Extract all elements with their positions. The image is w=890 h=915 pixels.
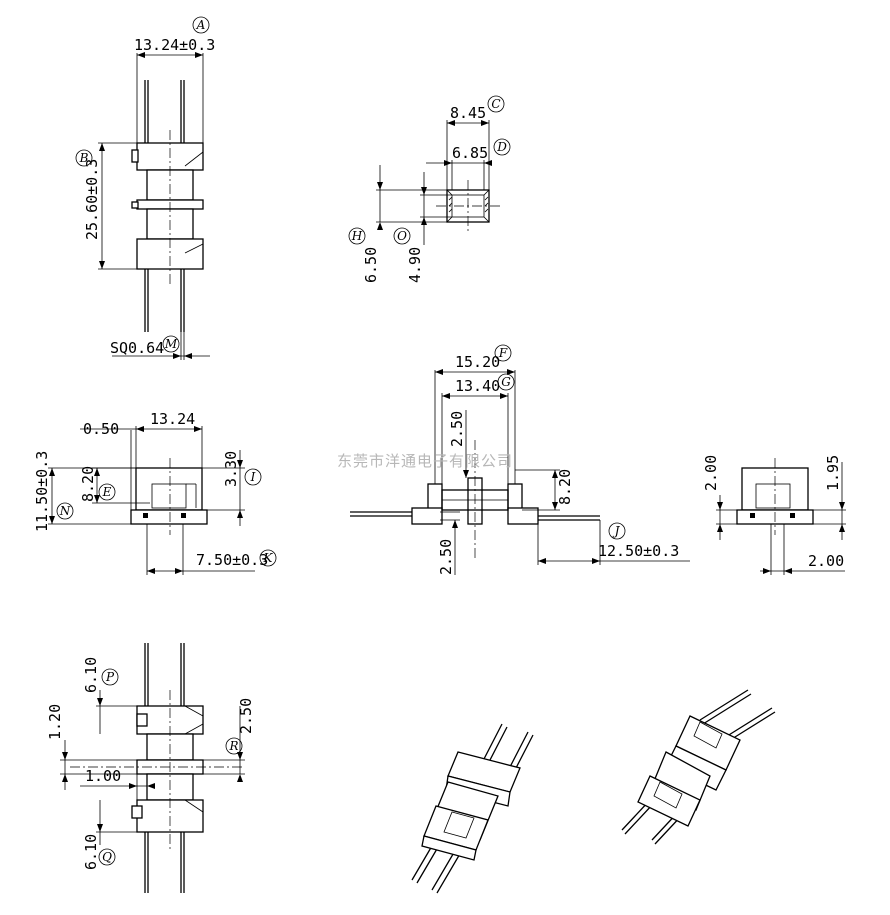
tag-e: E <box>102 485 112 499</box>
dim-mid-8-20: 8.20 <box>556 469 574 505</box>
tag-i: I <box>250 470 256 484</box>
dim-d: 6.85 <box>452 144 488 162</box>
dim-bottom-6-10-bottom: 6.10 <box>82 834 100 870</box>
tag-n: N <box>59 504 71 518</box>
tag-r: R <box>228 739 238 753</box>
tag-d: D <box>496 140 507 154</box>
dim-pin-square: SQ0.64 <box>110 339 164 357</box>
dim-left-0-50: 0.50 <box>83 420 119 438</box>
tag-q: Q <box>102 850 112 864</box>
tag-g: G <box>501 375 511 389</box>
dim-top-width: 13.24±0.3 <box>134 36 215 54</box>
dim-g: 13.40 <box>455 377 500 395</box>
tag-k: K <box>263 551 274 565</box>
tag-m: M <box>164 337 178 351</box>
tag-b: B <box>79 151 89 165</box>
dim-right-2-00-w: 2.00 <box>808 552 844 570</box>
dim-bottom-1-20: 1.20 <box>46 704 64 740</box>
top-left-view: 13.24±0.3 A 25.60±0.3 B SQ0.64 M <box>75 16 215 360</box>
tag-p: P <box>105 670 115 684</box>
dim-f: 15.20 <box>455 353 500 371</box>
dim-left-11-50: 11.50±0.3 <box>33 451 51 532</box>
dim-right-1-95: 1.95 <box>824 455 842 491</box>
dim-left-3-30: 3.30 <box>222 451 240 487</box>
tag-c: C <box>491 97 500 111</box>
bottom-view: 6.10 P 1.20 1.00 2.50 R 6.10 Q <box>46 643 255 893</box>
dim-bottom-2-50: 2.50 <box>237 698 255 734</box>
dim-top-height: 25.60±0.3 <box>83 159 101 240</box>
dim-mid-2-50-bottom: 2.50 <box>437 539 455 575</box>
dim-h: 6.50 <box>362 247 380 283</box>
watermark: 东莞市洋通电子有限公司 <box>337 452 513 470</box>
tag-j: J <box>612 524 621 538</box>
dim-k: 7.50±0.3 <box>196 551 268 569</box>
dim-o: 4.90 <box>406 247 424 283</box>
tag-f: F <box>498 346 508 360</box>
side-view-center: 15.20 F 13.40 G 2.50 8.20 2.50 1 <box>350 344 690 575</box>
tag-a: A <box>196 18 206 32</box>
side-view-left: 13.24 0.50 3.30 I 8.20 E 11.50±0.3 N <box>33 410 277 575</box>
side-view-right: 2.00 1.95 2.00 <box>702 455 846 575</box>
cross-section-view: 8.45 C 6.85 D 6.50 H 4.90 O <box>348 95 511 283</box>
isometric-view-2 <box>621 689 776 845</box>
dim-c: 8.45 <box>450 104 486 122</box>
dim-right-2-00-h: 2.00 <box>702 455 720 491</box>
tag-o: O <box>397 229 407 243</box>
isometric-view-1 <box>411 723 534 894</box>
dim-bottom-1-00: 1.00 <box>85 767 121 785</box>
dim-j: 12.50±0.3 <box>598 542 679 560</box>
tag-h: H <box>351 229 363 243</box>
dim-bottom-6-10-top: 6.10 <box>82 657 100 693</box>
dim-left-8-20: 8.20 <box>79 466 97 502</box>
dim-left-13-24: 13.24 <box>150 410 195 428</box>
dim-mid-2-50-top: 2.50 <box>448 411 466 447</box>
